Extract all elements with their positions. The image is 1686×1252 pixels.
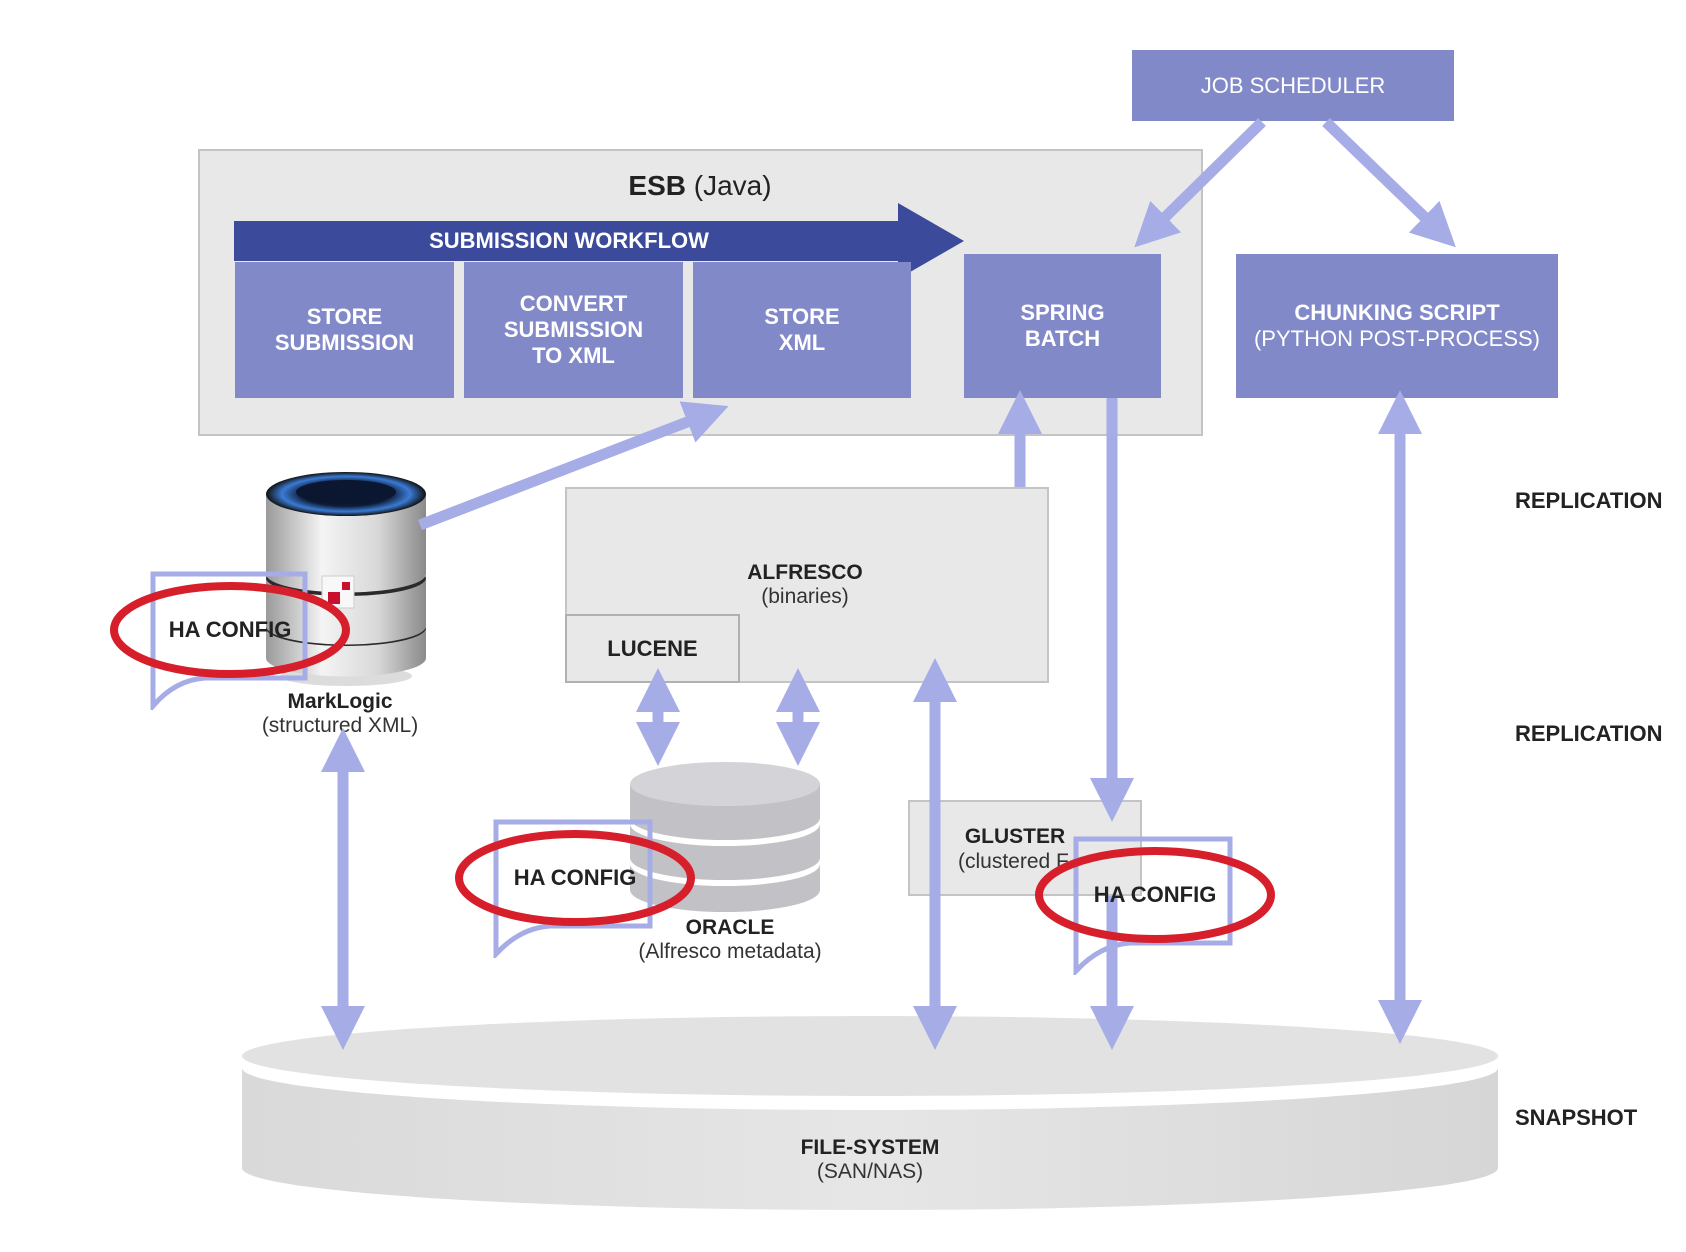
oracle-database-icon <box>630 762 820 912</box>
step-1-line-1: STORE <box>306 304 383 329</box>
arrow-marklogic-to-store-xml <box>418 401 729 531</box>
workflow-text: SUBMISSION WORKFLOW <box>429 228 709 253</box>
lucene-label: LUCENE <box>607 635 698 661</box>
side-label-snapshot: SNAPSHOT <box>1515 1105 1638 1130</box>
chunking-subtitle: (PYTHON POST-PROCESS) <box>1253 326 1541 351</box>
step-store-submission: STORE SUBMISSION <box>235 262 454 398</box>
arrow-scheduler-to-spring-batch <box>1134 118 1266 248</box>
job-scheduler-label: JOB SCHEDULER <box>1200 72 1386 98</box>
step-3-line-1: STORE <box>764 304 840 329</box>
spring-batch-line-1: SPRING <box>1020 300 1105 325</box>
step-3-line-2: XML <box>778 330 826 355</box>
oracle-title: ORACLE <box>685 916 775 939</box>
spring-batch-line-2: BATCH <box>1024 326 1101 351</box>
alfresco-label: ALFRESCO (binaries) <box>650 555 960 615</box>
submission-workflow-arrow <box>234 203 964 279</box>
esb-title: ESB (Java) <box>560 170 840 202</box>
step-2-line-3: TO XML <box>532 343 615 368</box>
esb-title-main: ESB <box>628 170 686 201</box>
gluster-title: GLUSTER <box>964 825 1066 848</box>
marklogic-title: MarkLogic <box>287 690 393 713</box>
arrow-scheduler-to-chunking <box>1322 118 1456 248</box>
gluster-subtitle: (clustered F <box>958 850 1069 873</box>
side-label-replication-2: REPLICATION <box>1515 721 1663 746</box>
filesystem-title: FILE-SYSTEM <box>800 1136 940 1159</box>
ha-config-callout-gluster <box>1035 836 1275 975</box>
spring-batch-box: SPRING BATCH <box>964 254 1161 398</box>
ha-config-marklogic: HA CONFIG <box>155 610 305 650</box>
ha-config-gluster-label: HA CONFIG <box>1093 882 1217 907</box>
ha-config-oracle: HA CONFIG <box>500 858 650 898</box>
job-scheduler-box: JOB SCHEDULER <box>1132 50 1454 121</box>
filesystem-subtitle: (SAN/NAS) <box>816 1160 924 1183</box>
side-label-replication-1: REPLICATION <box>1515 488 1663 513</box>
ha-config-gluster: HA CONFIG <box>1080 875 1230 915</box>
oracle-subtitle: (Alfresco metadata) <box>638 940 822 963</box>
ha-config-oracle-label: HA CONFIG <box>513 865 637 890</box>
step-store-xml: STORE XML <box>693 262 911 398</box>
oracle-label: ORACLE (Alfresco metadata) <box>600 912 860 968</box>
submission-workflow-label: SUBMISSION WORKFLOW <box>234 221 964 261</box>
ha-config-marklogic-label: HA CONFIG <box>168 617 292 642</box>
step-1-line-2: SUBMISSION <box>274 330 415 355</box>
alfresco-title: ALFRESCO <box>747 561 863 584</box>
chunking-script-box: CHUNKING SCRIPT (PYTHON POST-PROCESS) <box>1236 254 1558 398</box>
ha-config-callout-oracle <box>455 819 695 958</box>
step-convert-to-xml: CONVERT SUBMISSION TO XML <box>464 262 683 398</box>
filesystem-disk <box>242 1016 1498 1210</box>
arrow-group <box>321 118 1456 1050</box>
marklogic-subtitle: (structured XML) <box>261 714 419 737</box>
step-2-line-2: SUBMISSION <box>503 317 644 342</box>
step-2-line-1: CONVERT <box>519 291 628 316</box>
esb-title-sub: (Java) <box>693 170 772 201</box>
ha-config-callout-marklogic <box>110 571 350 710</box>
alfresco-subtitle: (binaries) <box>761 585 849 608</box>
marklogic-label: MarkLogic (structured XML) <box>230 688 450 740</box>
chunking-title: CHUNKING SCRIPT <box>1294 300 1500 325</box>
filesystem-label: FILE-SYSTEM (SAN/NAS) <box>700 1130 1040 1190</box>
gluster-label: GLUSTER (clustered F <box>908 824 1142 874</box>
